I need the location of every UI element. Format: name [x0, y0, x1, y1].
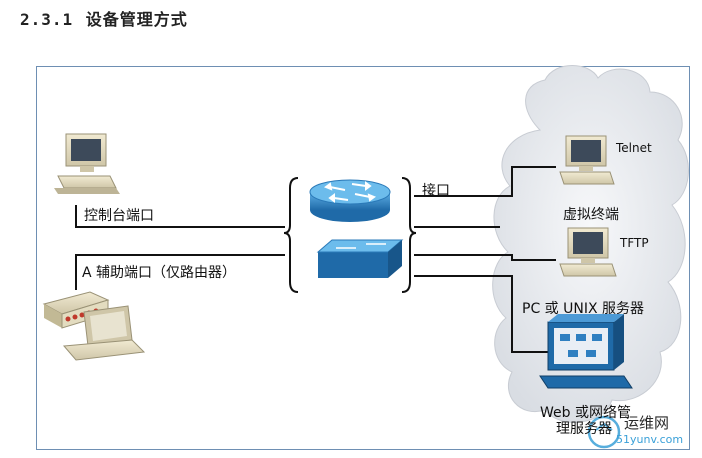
watermark-logo [587, 415, 621, 449]
console-port-label: 控制台端口 [84, 208, 154, 224]
pc-unix-server-label: PC 或 UNIX 服务器 [522, 301, 645, 317]
watermark-site-url: 51yunv.com [616, 433, 684, 446]
aux-cable [75, 254, 285, 290]
section-title: 设备管理方式 [85, 10, 188, 29]
device-braces [283, 177, 417, 293]
aux-port-label: A 辅助端口（仅路由器） [82, 265, 237, 281]
tftp-server-icon [559, 227, 617, 277]
router-icon [309, 179, 391, 222]
web-nms-server-icon [539, 314, 633, 389]
virtual-terminal-label: 虚拟终端 [563, 207, 619, 223]
watermark-site-cn: 运维网 [624, 414, 670, 432]
web-nms-server-label-line2: 理服务器 [556, 421, 612, 437]
laptop-icon [62, 305, 146, 361]
section-heading: 2.3.1 设备管理方式 [20, 6, 188, 30]
tftp-label: TFTP [620, 236, 649, 250]
telnet-label: Telnet [616, 141, 652, 155]
tftp-link [414, 254, 556, 261]
telnet-link [414, 166, 556, 197]
virtual-terminal-icon [559, 135, 615, 185]
section-number: 2.3.1 [20, 10, 74, 29]
interface-label: 接口 [422, 183, 450, 199]
console-cable [75, 205, 285, 228]
web-link [414, 275, 550, 353]
web-nms-server-label-line1: Web 或网络管 [540, 405, 631, 421]
console-pc-icon [54, 133, 120, 194]
switch-icon [316, 239, 404, 278]
connection-lines [75, 166, 556, 353]
